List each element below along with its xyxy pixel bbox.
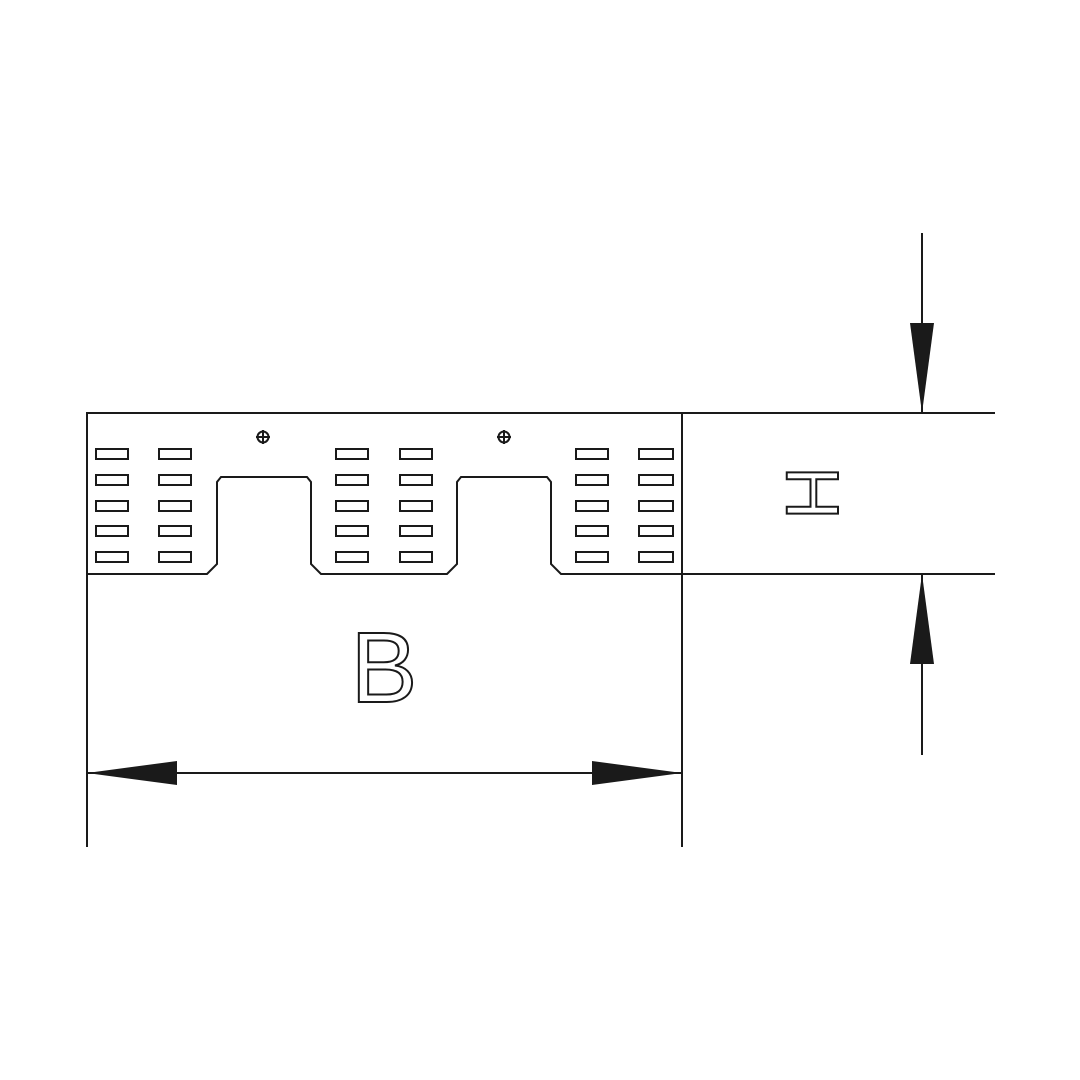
slot — [335, 525, 369, 537]
slot — [399, 500, 433, 512]
slot — [575, 525, 609, 537]
slot — [399, 551, 433, 563]
slot-group-right — [575, 448, 674, 563]
slot — [638, 474, 674, 486]
slot — [399, 525, 433, 537]
slot — [335, 448, 369, 460]
height-label: H — [771, 466, 854, 519]
slot-group-left — [95, 448, 192, 563]
slot — [158, 448, 192, 460]
width-dimension: B — [86, 413, 683, 847]
slot — [95, 525, 129, 537]
arrowhead-right — [592, 761, 682, 785]
width-label: B — [351, 612, 418, 724]
screw-hole-left — [256, 430, 270, 444]
slot — [575, 551, 609, 563]
screw-hole-right — [497, 430, 511, 444]
slot — [575, 448, 609, 460]
height-dimension: H — [682, 233, 995, 755]
slot — [399, 474, 433, 486]
slot — [638, 525, 674, 537]
slot — [335, 500, 369, 512]
slot — [95, 474, 129, 486]
slot — [335, 474, 369, 486]
arrowhead-up — [910, 574, 934, 664]
slot — [638, 551, 674, 563]
slot — [575, 474, 609, 486]
slot — [95, 500, 129, 512]
slot — [95, 448, 129, 460]
plate-outline — [86, 412, 683, 575]
slot — [638, 500, 674, 512]
slot — [158, 474, 192, 486]
arrowhead-left — [87, 761, 177, 785]
arrowhead-down — [910, 323, 934, 413]
slot — [158, 551, 192, 563]
slot — [335, 551, 369, 563]
slot — [575, 500, 609, 512]
plate — [86, 412, 683, 575]
slot — [158, 525, 192, 537]
slot-group-middle — [335, 448, 433, 563]
slot — [638, 448, 674, 460]
slot — [399, 448, 433, 460]
slot — [158, 500, 192, 512]
slot — [95, 551, 129, 563]
